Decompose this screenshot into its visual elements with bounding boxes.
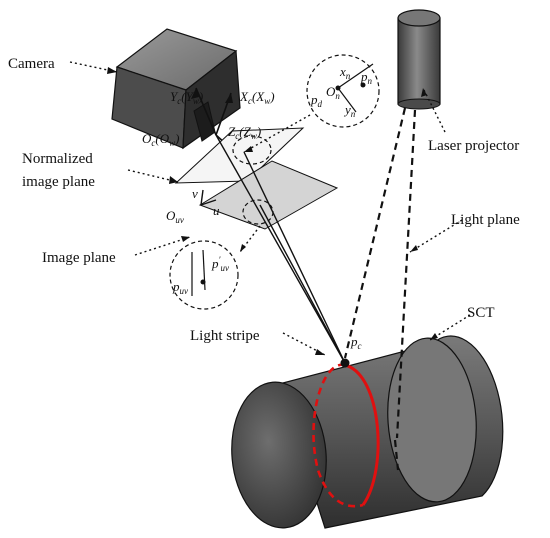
symbol-yc-yw: Yc(Yw)	[170, 89, 203, 106]
symbol-pd: pd	[310, 92, 323, 109]
symbol-xn: xn	[339, 64, 351, 81]
label-light-plane: Light plane	[451, 212, 520, 228]
laser-projector	[397, 9, 441, 110]
label-light-stripe: Light stripe	[190, 328, 260, 344]
label-normalized-line1: Normalized	[22, 151, 93, 167]
leader-arrowheads	[107, 67, 438, 355]
normalized-image-plane	[174, 127, 305, 184]
symbol-xc-xw: Xc(Xw)	[239, 89, 275, 106]
zoom-circle-image	[169, 240, 239, 310]
label-normalized-line2: image plane	[22, 174, 95, 190]
symbol-pc: pc	[350, 334, 362, 351]
image-plane	[198, 160, 339, 230]
symbol-v: v	[192, 186, 198, 201]
symbol-u: u	[213, 203, 220, 218]
label-camera: Camera	[8, 56, 55, 72]
light-stripe-curve	[312, 363, 380, 508]
point-pc	[340, 358, 350, 368]
label-laser-projector: Laser projector	[428, 138, 519, 154]
uv-axes	[200, 189, 217, 206]
symbol-yn: yn	[343, 102, 356, 119]
symbol-zc-zw: Zc(Zw)	[228, 124, 261, 141]
symbol-on: On	[326, 84, 340, 101]
zoom-circle-normalized	[306, 54, 380, 128]
symbol-pn: pn	[360, 69, 373, 86]
light-plane-lines	[343, 107, 417, 471]
focus-circles	[232, 135, 274, 225]
sct-cylinder	[231, 335, 504, 529]
symbol-oc-ow: Oc(Ow)	[142, 131, 179, 148]
camera-rays	[215, 134, 346, 364]
label-image-plane: Image plane	[42, 250, 116, 266]
symbol-ouv: Ouv	[166, 208, 184, 225]
label-sct: SCT	[467, 305, 495, 321]
camera-body	[111, 28, 241, 150]
symbol-p-prime-uv: p′uv	[211, 255, 229, 273]
symbol-puv: puv	[172, 279, 188, 296]
